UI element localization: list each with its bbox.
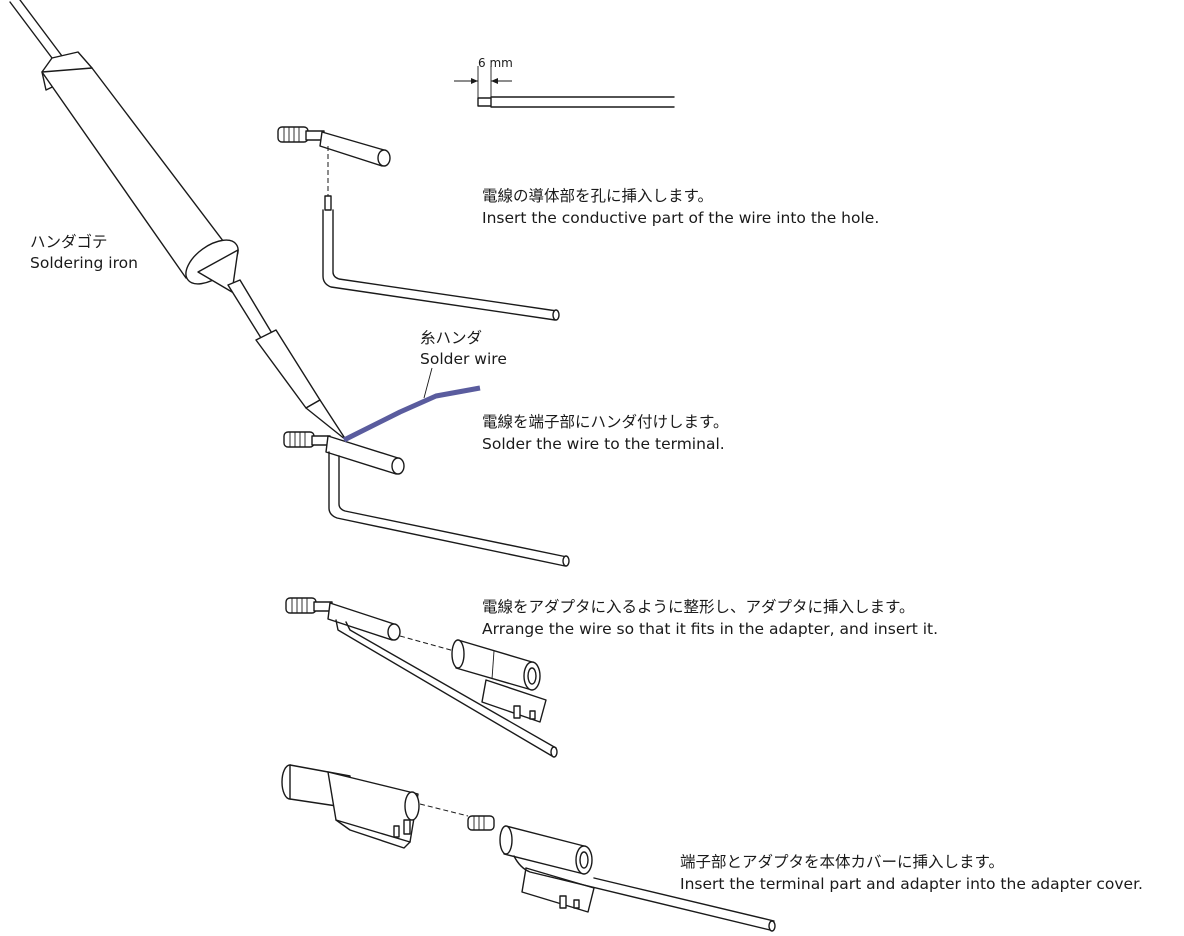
step1-text-en: Insert the conductive part of the wire i… [482, 209, 880, 227]
step3-illustration [285, 597, 558, 758]
soldering-iron-label-en: Soldering iron [30, 254, 138, 272]
step1-illustration [277, 126, 560, 321]
step4-text-ja: 端子部とアダプタを本体カバーに挿入します。 [680, 853, 1004, 871]
step3-text-en: Arrange the wire so that it fits in the … [482, 620, 939, 638]
step3-text-ja: 電線をアダプタに入るように整形し、アダプタに挿入します。 [482, 598, 915, 616]
step4-illustration [281, 764, 776, 932]
solder-wire-label-en: Solder wire [420, 350, 507, 368]
step4-text-en: Insert the terminal part and adapter int… [680, 875, 1143, 893]
step2-illustration [283, 367, 570, 567]
solder-wire-label-ja: 糸ハンダ [420, 329, 483, 347]
dimension-label: 6 mm [478, 56, 513, 70]
soldering-iron-label-ja: ハンダゴテ [30, 233, 108, 251]
step2-text-ja: 電線を端子部にハンダ付けします。 [482, 413, 729, 431]
step1-text-ja: 電線の導体部を孔に挿入します。 [482, 187, 713, 205]
stripped-wire-illustration [454, 66, 675, 108]
step2-text-en: Solder the wire to the terminal. [482, 435, 725, 453]
soldering-iron-illustration [9, 0, 347, 441]
